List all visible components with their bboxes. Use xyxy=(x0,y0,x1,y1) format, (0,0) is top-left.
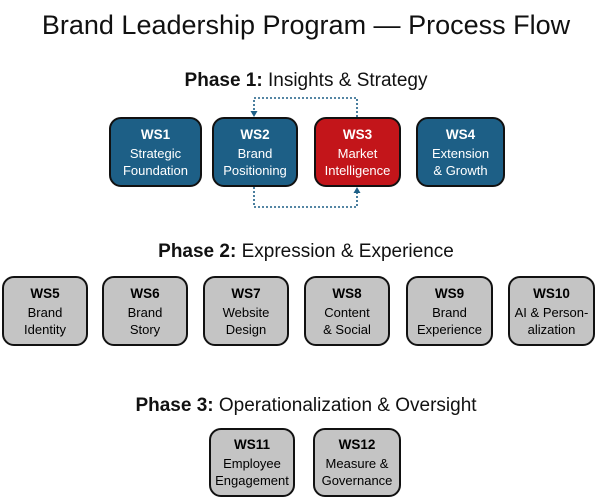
workstream-code: WS12 xyxy=(338,437,376,452)
workstream-ws4: WS4 Extension & Growth xyxy=(416,117,505,187)
arrowhead-up-icon xyxy=(353,187,361,193)
workstream-label: Brand Experience xyxy=(416,304,483,337)
workstream-code: WS2 xyxy=(240,126,270,142)
phase-2-heading: Phase 2: Expression & Experience xyxy=(0,241,612,263)
workstream-label: Extension & Growth xyxy=(431,145,490,178)
workstream-label: Brand Identity xyxy=(24,304,66,337)
workstream-ws3: WS3 Market Intelligence xyxy=(314,117,401,187)
workstream-label: Measure & Governance xyxy=(321,456,393,488)
workstream-ws5: WS5 Brand Identity xyxy=(2,276,88,346)
workstream-label: Content & Social xyxy=(323,304,371,337)
workstream-label: Brand Story xyxy=(127,304,163,337)
workstream-ws1: WS1 Strategic Foundation xyxy=(109,117,202,187)
phase-3-heading: Phase 3: Operationalization & Oversight xyxy=(0,395,612,417)
phase-1-subtitle: Insights & Strategy xyxy=(267,70,428,91)
workstream-code: WS4 xyxy=(445,126,476,142)
workstream-label: Employee Engagement xyxy=(215,456,289,488)
workstream-ws8: WS8 Content & Social xyxy=(304,276,390,346)
workstream-ws11: WS11 Employee Engagement xyxy=(209,428,295,497)
connector-ws2-to-ws3 xyxy=(253,187,358,208)
workstream-ws7: WS7 Website Design xyxy=(203,276,289,346)
workstream-code: WS7 xyxy=(231,285,261,301)
workstream-label: Strategic Foundation xyxy=(122,145,189,178)
workstream-ws6: WS6 Brand Story xyxy=(102,276,188,346)
arrowhead-down-icon xyxy=(250,111,258,117)
workstream-code: WS8 xyxy=(332,285,362,301)
workstream-label: Market Intelligence xyxy=(324,145,391,178)
workstream-code: WS1 xyxy=(140,126,171,142)
workstream-code: WS5 xyxy=(30,285,60,301)
workstream-ws10: WS10 AI & Person- alization xyxy=(508,276,595,346)
workstream-label: Brand Positioning xyxy=(223,145,287,178)
phase-3-label: Phase 3: xyxy=(135,395,214,416)
phase-2-subtitle: Expression & Experience xyxy=(241,241,454,262)
workstream-code: WS3 xyxy=(342,126,373,142)
phase-2-label: Phase 2: xyxy=(158,241,237,262)
diagram-title: Brand Leadership Program — Process Flow xyxy=(41,10,571,40)
connector-ws3-to-ws2 xyxy=(253,97,358,117)
workstream-ws12: WS12 Measure & Governance xyxy=(313,428,401,497)
workstream-code: WS9 xyxy=(434,285,465,301)
workstream-ws2: WS2 Brand Positioning xyxy=(212,117,298,187)
workstream-label: AI & Person- alization xyxy=(514,304,589,337)
workstream-code: WS11 xyxy=(233,437,271,452)
phase-3-subtitle: Operationalization & Oversight xyxy=(218,395,477,416)
phase-1-label: Phase 1: xyxy=(184,70,263,91)
workstream-ws9: WS9 Brand Experience xyxy=(406,276,493,346)
workstream-code: WS10 xyxy=(533,285,570,301)
workstream-code: WS6 xyxy=(130,285,160,301)
workstream-label: Website Design xyxy=(222,304,270,337)
phase-1-heading: Phase 1: Insights & Strategy xyxy=(0,70,612,92)
